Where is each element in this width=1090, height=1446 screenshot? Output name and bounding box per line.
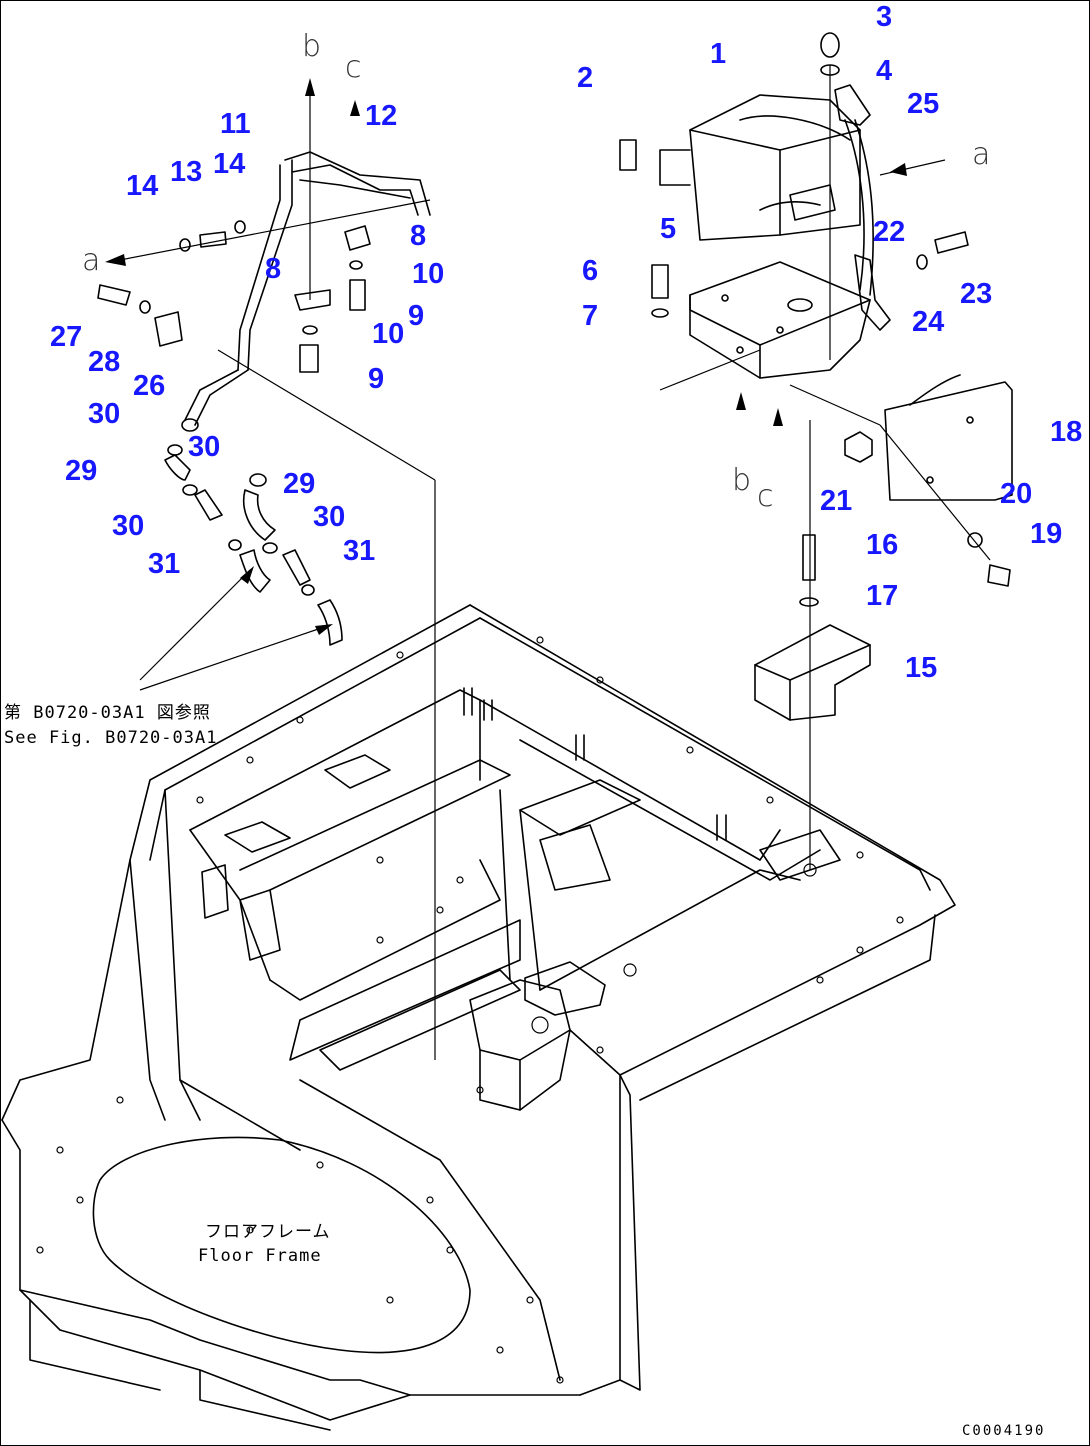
callout-24: 24 — [912, 306, 945, 338]
reference-note-en: See Fig. B0720-03A1 — [4, 728, 218, 748]
callout-1: 1 — [710, 38, 727, 70]
callout-17: 17 — [866, 580, 899, 612]
callout-11: 11 — [220, 108, 251, 140]
callout-31a: 31 — [148, 548, 181, 580]
drawing-code: C0004190 — [962, 1423, 1046, 1439]
callout-20: 20 — [1000, 478, 1033, 510]
view-letter-b-top: b — [302, 29, 322, 64]
callout-19: 19 — [1030, 518, 1063, 550]
callout-7: 7 — [582, 300, 599, 332]
bolt-holes — [36, 636, 904, 1384]
callout-28: 28 — [88, 346, 121, 378]
callout-4: 4 — [876, 55, 893, 87]
callout-26: 26 — [133, 370, 166, 402]
callout-3: 3 — [876, 1, 893, 33]
reference-note-jp: 第 B0720-03A1 図参照 — [4, 703, 211, 723]
view-letter-a-right: a — [972, 137, 991, 172]
callout-5: 5 — [660, 213, 677, 245]
view-letter-c-bottom: c — [757, 479, 774, 514]
callout-13: 13 — [170, 156, 203, 188]
callout-8b: 8 — [265, 253, 282, 285]
callout-22: 22 — [873, 216, 906, 248]
view-letter-b-bottom: b — [732, 463, 752, 498]
callout-30a: 30 — [88, 398, 121, 430]
callout-12: 12 — [365, 100, 398, 132]
callout-25: 25 — [907, 88, 940, 120]
callout-14a: 14 — [126, 170, 159, 202]
callout-27: 27 — [50, 321, 83, 353]
callout-30c: 30 — [112, 510, 145, 542]
callout-6: 6 — [582, 255, 599, 287]
callout-18: 18 — [1050, 416, 1083, 448]
callout-31b: 31 — [343, 535, 376, 567]
view-letter-a-left: a — [82, 243, 101, 278]
callout-14b: 14 — [213, 148, 246, 180]
callout-29b: 29 — [283, 468, 316, 500]
callout-2: 2 — [577, 62, 594, 94]
callout-10a: 10 — [412, 258, 445, 290]
callout-30b: 30 — [188, 431, 221, 463]
callout-30d: 30 — [313, 501, 346, 533]
floor-frame-label-en: Floor Frame — [198, 1246, 322, 1266]
callout-8a: 8 — [410, 220, 427, 252]
callout-16: 16 — [866, 529, 899, 561]
callout-21: 21 — [820, 485, 853, 517]
callout-15: 15 — [905, 652, 938, 684]
callout-29a: 29 — [65, 455, 98, 487]
callout-10b: 10 — [372, 318, 405, 350]
callout-23: 23 — [960, 278, 993, 310]
callout-9b: 9 — [368, 363, 385, 395]
callout-9a: 9 — [408, 300, 425, 332]
leader-lines — [119, 65, 991, 1060]
controller-assembly-drawing — [619, 32, 1013, 721]
pipe-assembly-drawing — [97, 151, 431, 646]
floor-frame-label-jp: フロアフレーム — [205, 1222, 331, 1242]
view-letter-c-top: c — [345, 50, 362, 85]
floor-frame-drawing — [1, 604, 956, 1431]
